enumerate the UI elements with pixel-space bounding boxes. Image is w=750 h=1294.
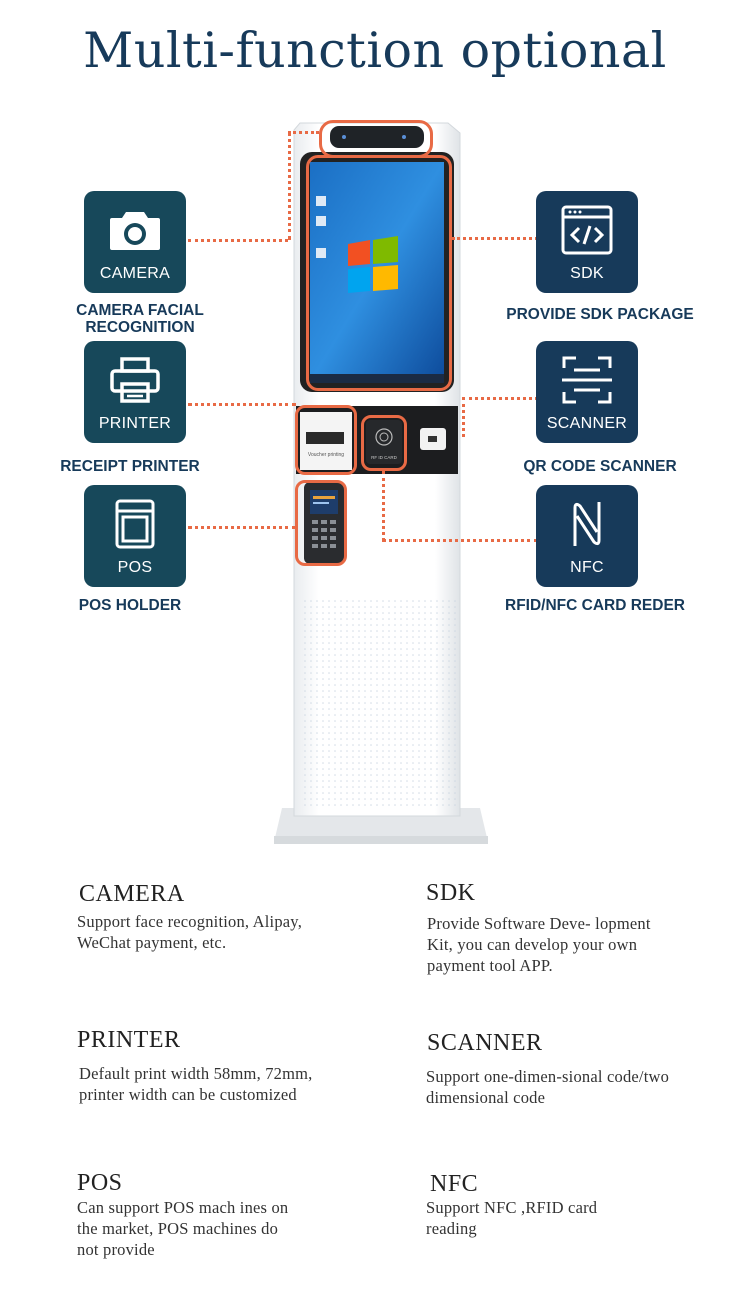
page-title: Multi-function optional [83,22,667,79]
sdk-feature-title: SDK [426,880,476,906]
code-window-icon [561,205,613,255]
nfc-feature-title: NFC [430,1171,479,1197]
printer-highlight [295,405,357,475]
sdk-caption: PROVIDE SDK PACKAGE [506,306,694,323]
camera-tile-label: CAMERA [99,265,171,282]
sdk-feature-text: Provide Software Deve- lopment Kit, you … [427,914,651,975]
pos-tile-label: POS [117,559,153,576]
pos-highlight [295,480,347,566]
camera-highlight [319,120,433,158]
printer-feature-title: PRINTER [77,1027,181,1053]
printer-tile-label: PRINTER [98,415,172,432]
sdk-tile: SDK [536,191,638,293]
nfc-tile: NFC [536,485,638,587]
camera-connector-top [288,131,319,134]
printer-feature-text: Default print width 58mm, 72mm, printer … [79,1064,313,1104]
pos-caption: POS HOLDER [78,597,182,614]
nfc-connector [382,539,538,542]
camera-connector [188,239,288,242]
scanner-caption: QR CODE SCANNER [523,458,677,475]
printer-caption: RECEIPT PRINTER [60,458,200,475]
nfc-caption: RFID/NFC CARD REDER [505,597,685,614]
pos-connector [188,526,296,529]
scanner-feature-text: Support one-dimen-sional code/two dimens… [426,1067,670,1107]
sdk-tile-label: SDK [570,265,604,282]
nfc-feature-text: Support NFC ,RFID card reading [426,1198,598,1238]
scanner-feature-title: SCANNER [427,1030,543,1056]
pos-icon [115,499,155,549]
camera-feature-title: CAMERA [79,881,185,907]
card-reader-label: RF ID CARD [371,455,398,460]
printer-tile: PRINTER [84,341,186,443]
scanner-tile-label: SCANNER [546,415,628,432]
scanner-tile: SCANNER [536,341,638,443]
camera-icon [110,212,160,250]
printer-icon [110,357,160,403]
screen-highlight [306,155,452,391]
receipt-label: Voucher printing [308,452,344,458]
pos-tile: POS [84,485,186,587]
camera-connector-v [288,132,291,240]
camera-caption: CAMERA FACIAL RECOGNITION [76,302,204,336]
nfc-icon [573,502,601,546]
scanner-connector [462,397,538,400]
card-reader-highlight [361,415,407,471]
pos-feature-text: Can support POS mach ines on the market,… [77,1198,289,1259]
pos-feature-title: POS [77,1170,123,1196]
camera-feature-text: Support face recognition, Alipay, WeChat… [77,912,303,952]
sdk-connector [452,237,538,240]
camera-tile: CAMERA [84,191,186,293]
scan-icon [562,356,612,404]
printer-connector [188,403,296,406]
scanner-connector-v [462,397,465,437]
nfc-tile-label: NFC [570,559,604,576]
nfc-connector-v [382,471,385,541]
